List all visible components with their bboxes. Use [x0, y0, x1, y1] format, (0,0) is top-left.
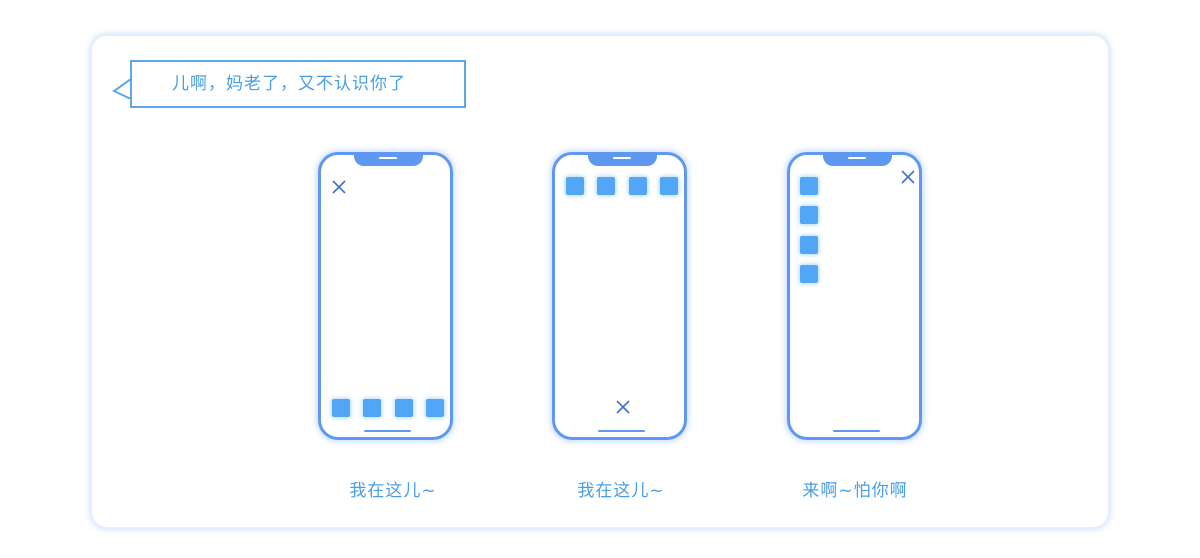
close-icon[interactable]: [616, 400, 630, 414]
phone-speaker: [848, 157, 866, 159]
app-tile[interactable]: [629, 177, 647, 195]
app-tile[interactable]: [800, 206, 818, 224]
speech-bubble-text: 儿啊，妈老了，又不认识你了: [172, 74, 406, 94]
speech-bubble-tail: [112, 78, 132, 100]
home-indicator: [833, 430, 880, 432]
phone-mockup-side-bar: [787, 152, 922, 440]
app-tile[interactable]: [800, 265, 818, 283]
phone-mockup-bottom-bar: [318, 152, 453, 440]
phone-notch: [823, 152, 892, 166]
app-tile[interactable]: [660, 177, 678, 195]
app-tile[interactable]: [800, 177, 818, 195]
app-tile[interactable]: [332, 399, 350, 417]
phone-notch: [354, 152, 423, 166]
app-tile[interactable]: [395, 399, 413, 417]
phone-speaker: [613, 157, 631, 159]
close-icon[interactable]: [332, 180, 346, 194]
close-icon[interactable]: [901, 170, 915, 184]
app-tile[interactable]: [597, 177, 615, 195]
app-tile[interactable]: [800, 236, 818, 254]
phone-mockup-top-bar: [552, 152, 687, 440]
home-indicator: [364, 430, 411, 432]
app-tile[interactable]: [363, 399, 381, 417]
phone-caption: 我在这儿~: [577, 481, 665, 501]
speech-bubble: 儿啊，妈老了，又不认识你了: [130, 60, 466, 108]
phone-caption: 我在这儿~: [349, 481, 437, 501]
phone-speaker: [379, 157, 397, 159]
app-tile[interactable]: [566, 177, 584, 195]
phone-caption: 来啊~怕你啊: [802, 481, 908, 501]
phone-notch: [588, 152, 657, 166]
home-indicator: [598, 430, 645, 432]
app-tile[interactable]: [426, 399, 444, 417]
